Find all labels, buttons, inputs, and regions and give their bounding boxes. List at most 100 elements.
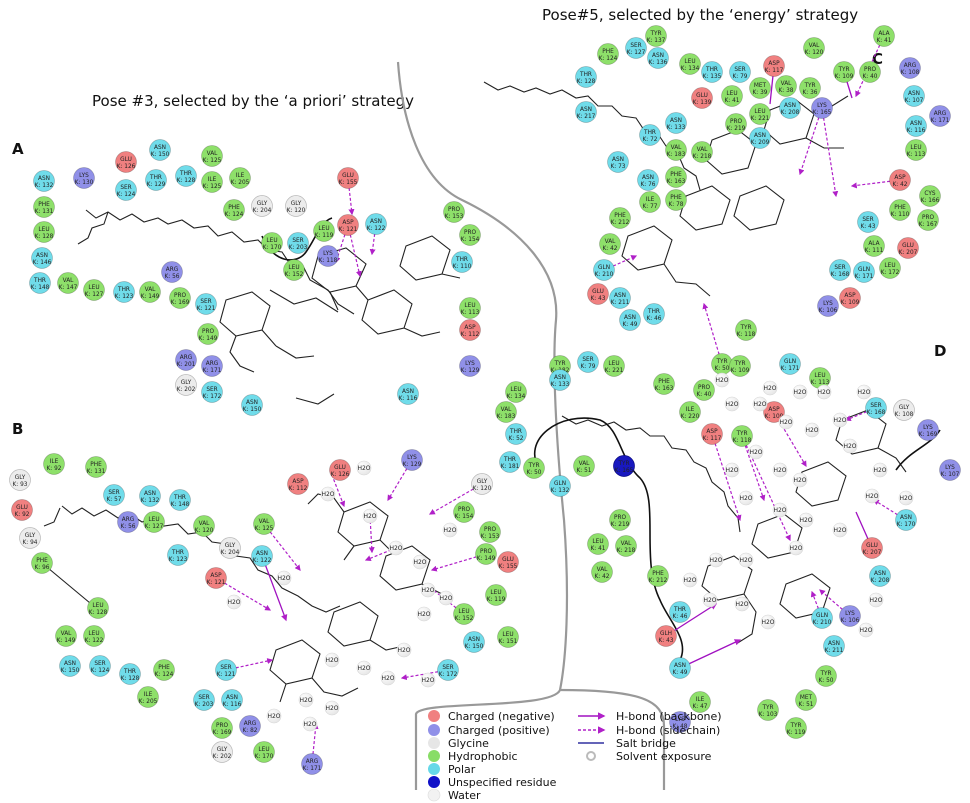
residue-code: LEU — [490, 590, 501, 596]
residue-code: ILE — [646, 197, 655, 203]
residue-circle — [313, 220, 335, 242]
residue-code: VAL — [809, 43, 821, 49]
water-circle — [714, 372, 730, 388]
residue-circle — [153, 659, 175, 681]
divider-curve — [396, 61, 569, 790]
residue-circle — [917, 419, 939, 441]
residue-code: LYS — [945, 465, 955, 471]
residue-number: K: 211 — [825, 648, 844, 654]
residue-circle — [485, 584, 507, 606]
water-circle — [872, 462, 888, 478]
residue-circle — [853, 261, 875, 283]
residue-number: K: 113 — [461, 310, 480, 316]
water-label: H2O — [683, 577, 696, 584]
residue-circle — [211, 741, 233, 763]
water-label: H2O — [703, 597, 716, 604]
residue-number: K: 127 — [145, 524, 164, 530]
residue-code: LYS — [845, 611, 855, 617]
residue-number: K: 221 — [751, 116, 770, 122]
residue-circle — [201, 381, 223, 403]
residue-code: ARG — [306, 759, 319, 765]
residue-code: PHE — [228, 205, 240, 211]
water-molecule: H2O — [724, 462, 740, 478]
legend-label-charged-positive: Charged (positive) — [448, 724, 550, 737]
residue-code: LYS — [823, 301, 833, 307]
residue-circle — [497, 626, 519, 648]
residue-code: PRO — [448, 207, 461, 213]
residue-code: PRO — [480, 549, 493, 555]
legend: Charged (negative) Charged (positive) Gl… — [427, 710, 722, 802]
water-label: H2O — [303, 721, 316, 728]
water-label: H2O — [789, 545, 802, 552]
residue-number: K: 153 — [445, 214, 464, 220]
water-circle — [772, 462, 788, 478]
residue-code: GLU — [120, 157, 132, 163]
water-circle — [748, 444, 764, 460]
residue-circle — [879, 257, 901, 279]
residue-number: K: 168 — [831, 272, 850, 278]
water-label: H2O — [763, 385, 776, 392]
residue-code: PHE — [670, 195, 682, 201]
residue-code: ASN — [674, 663, 686, 669]
residue-number: K: 41 — [877, 38, 892, 44]
residue-circle — [729, 355, 751, 377]
residue-code: ILE — [144, 692, 153, 698]
residue-code: THR — [117, 287, 130, 293]
residue-number: K: 128 — [177, 178, 196, 184]
water-label: H2O — [363, 513, 376, 520]
residue-number: K: 124 — [225, 212, 244, 218]
residue-number: K: 154 — [461, 237, 480, 243]
residue-circle — [889, 199, 911, 221]
water-label: H2O — [325, 657, 338, 664]
residue-code: ARG — [180, 355, 193, 361]
residue-circle — [83, 625, 105, 647]
residue-code: ILE — [686, 407, 695, 413]
water-label: H2O — [749, 449, 762, 456]
legend-frame-curve — [559, 688, 666, 790]
water-layer: H2OH2OH2OH2OH2OH2OH2OH2OH2OH2OH2OH2OH2OH… — [226, 372, 914, 732]
residue-code: GLU — [342, 173, 354, 179]
residue-code: GLU — [592, 289, 604, 295]
residue-code: TYR — [761, 705, 773, 711]
residue-circle — [577, 351, 599, 373]
residue-number: K: 110 — [891, 212, 910, 218]
residue-circle — [193, 515, 215, 537]
residue-code: PHE — [894, 205, 906, 211]
residue-number: K: 46 — [647, 316, 662, 322]
residue-circle — [731, 425, 753, 447]
residue-number: K: 207 — [863, 550, 882, 556]
residue-circle — [201, 145, 223, 167]
water-circle — [324, 652, 340, 668]
residue-circle — [317, 245, 339, 267]
residue-circle — [59, 655, 81, 677]
residue-circle — [597, 43, 619, 65]
